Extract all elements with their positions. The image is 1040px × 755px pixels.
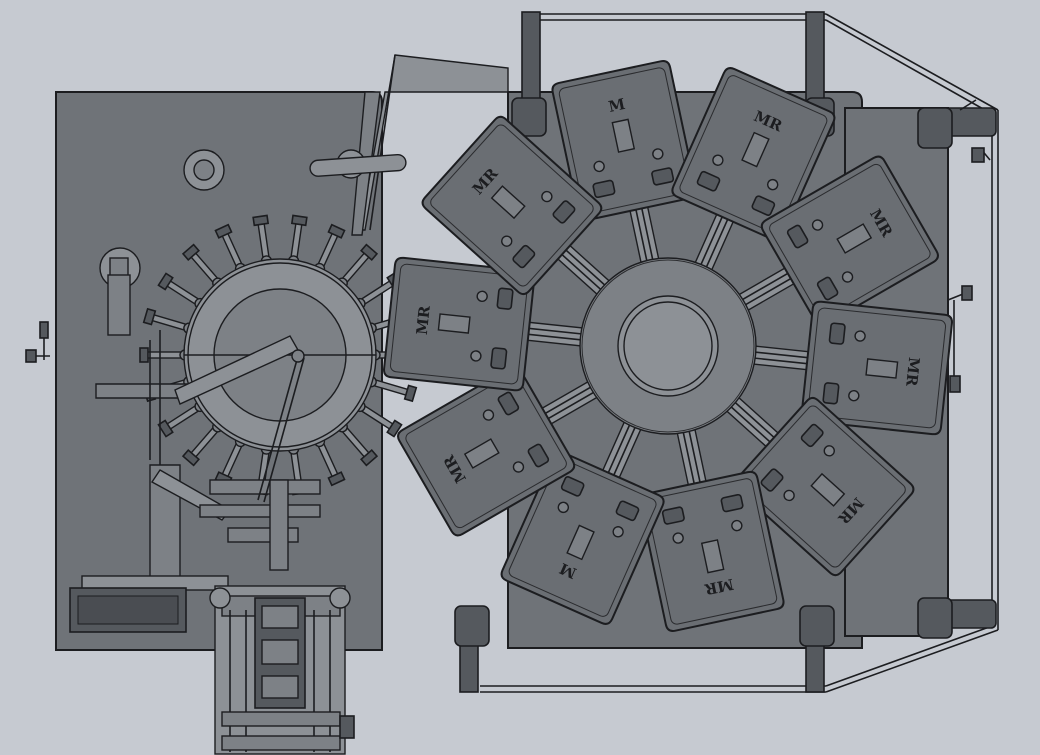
turret-pocket: MR [421,115,631,314]
turret-pocket: M [551,60,698,291]
lower-left-mechanism [69,330,321,633]
turret-pocket: MR [705,378,915,577]
turret-pin [214,223,247,275]
bottom-ejector-frame [209,585,355,755]
turret-pocket: MR [725,300,953,436]
pocket-label: M [607,95,627,116]
pocket-label: MR [703,575,736,599]
safety-guard-frame [454,11,999,693]
turret-pocket: M [500,396,665,625]
crank-handles [25,99,991,393]
turret-pocket: MR [397,365,622,537]
turret-pocket: MR [638,401,785,632]
pocket-label: M [557,559,579,582]
pocket-label: MR [413,304,434,335]
transfer-arm [174,335,305,503]
pocket-label: MR [902,356,923,387]
plate-fixtures [99,149,407,336]
turret-pocket: MR [383,256,611,392]
turret-pocket: MR [714,155,939,327]
